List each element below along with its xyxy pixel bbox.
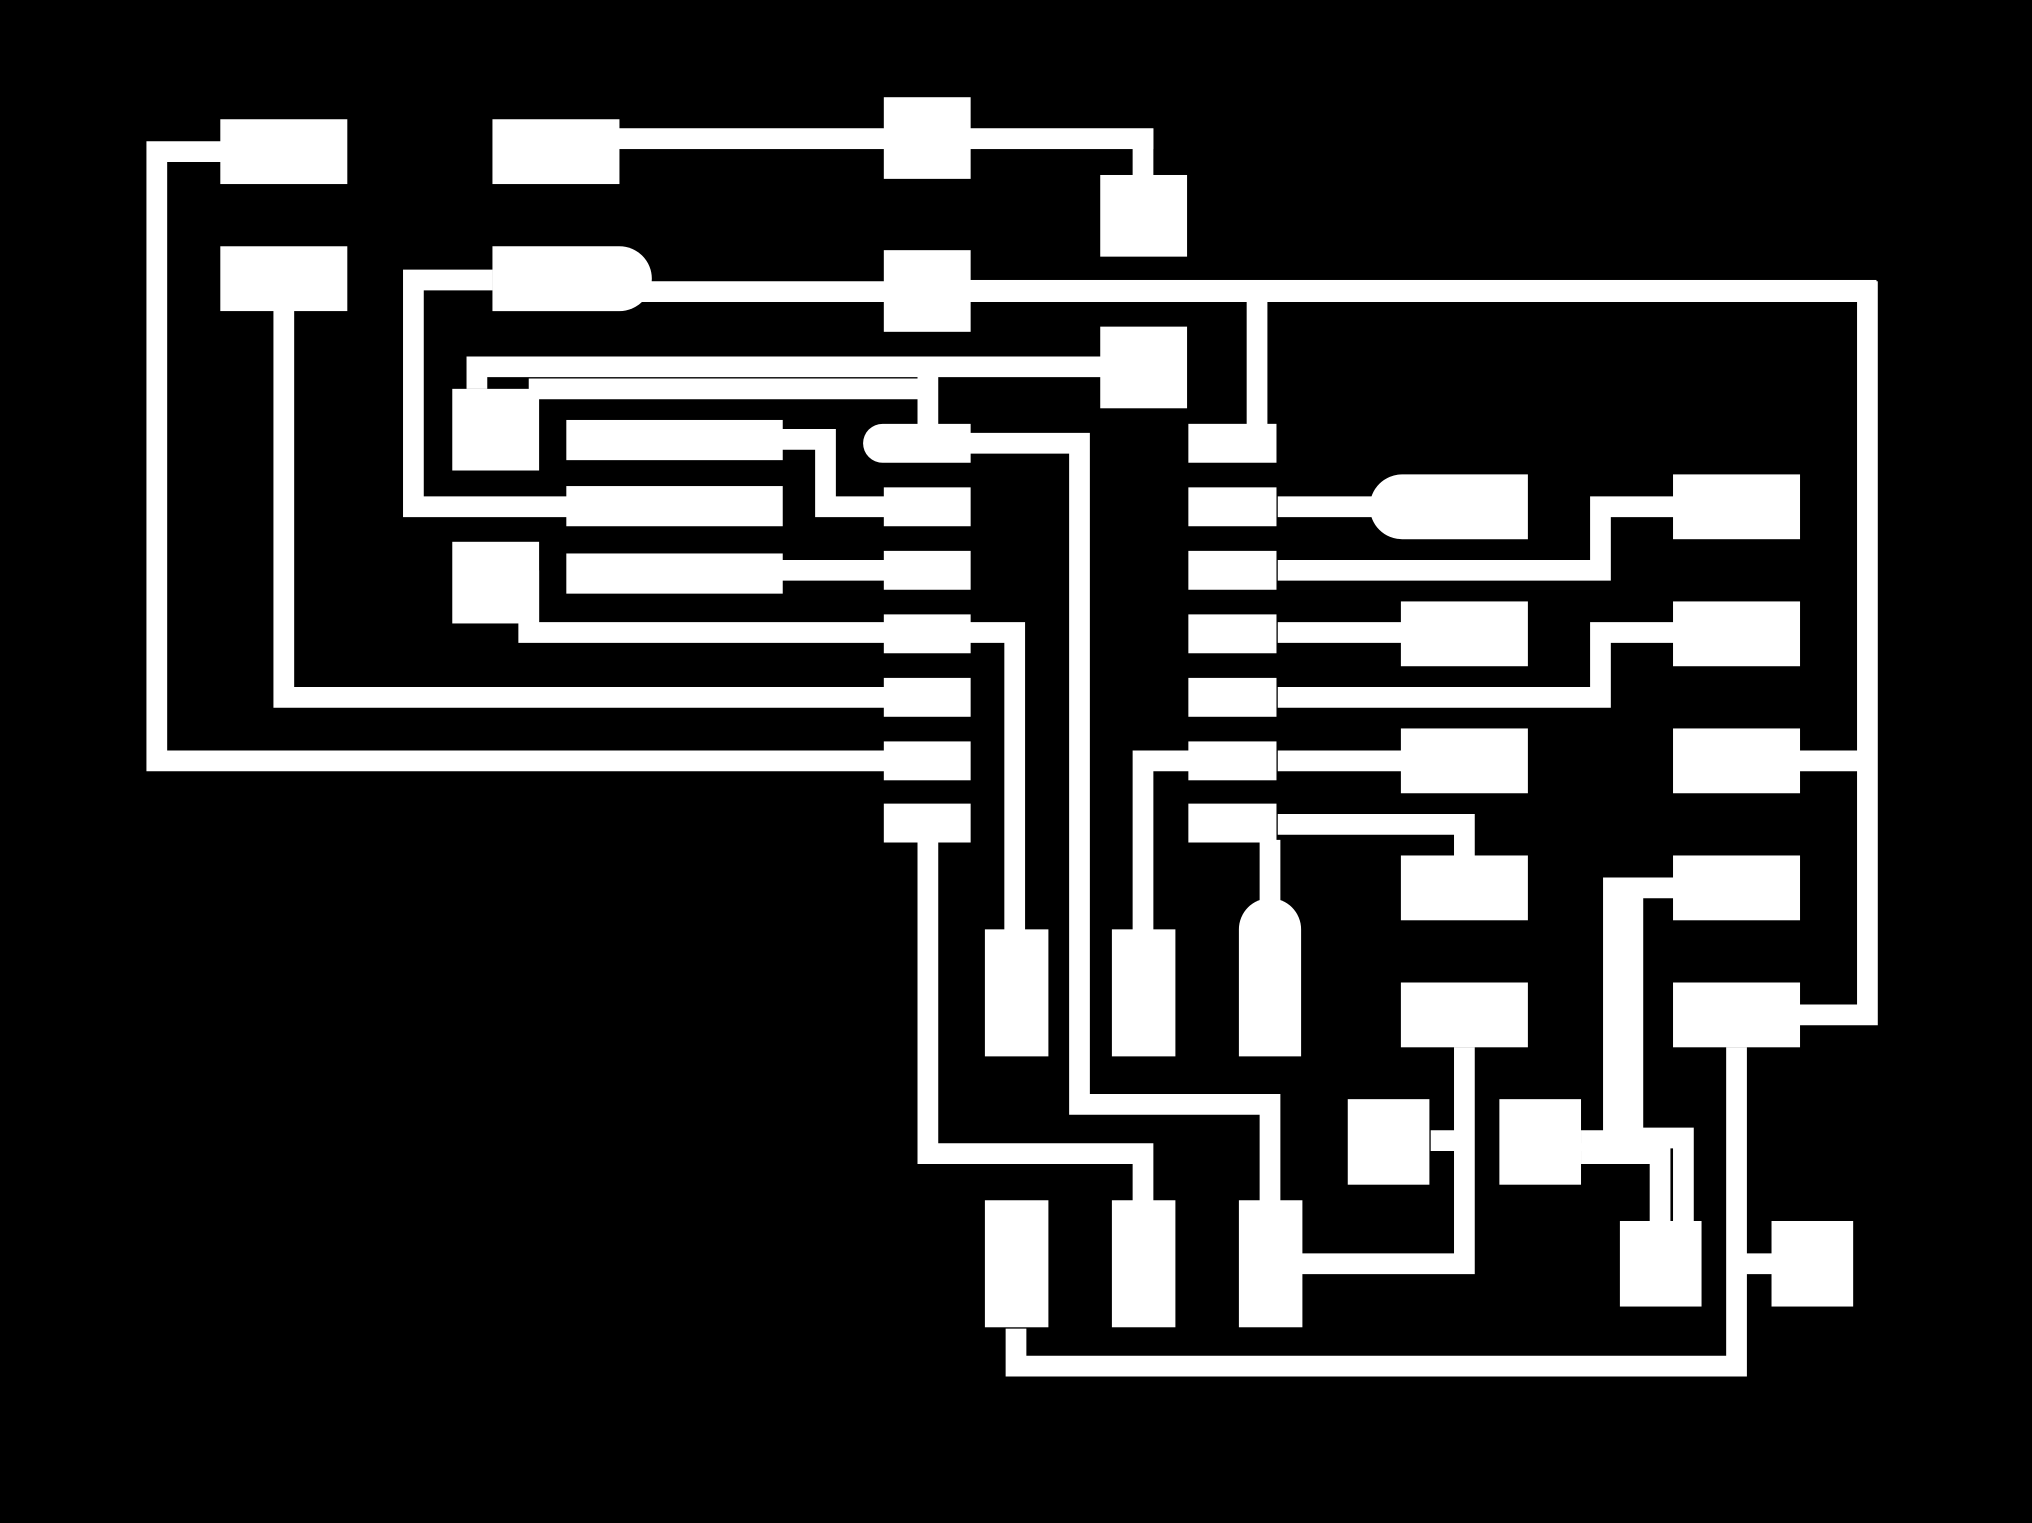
ic-pin — [883, 614, 971, 654]
trace — [1277, 496, 1675, 581]
pad — [566, 553, 783, 594]
pad — [1238, 898, 1302, 1057]
ic-pin — [883, 803, 971, 843]
trace — [1132, 750, 1190, 931]
pad — [220, 246, 348, 312]
trace — [1622, 887, 1694, 1225]
pad — [984, 929, 1049, 1057]
trace — [1581, 1143, 1671, 1225]
ic-pin — [883, 487, 971, 527]
pad — [566, 486, 783, 527]
ic-pin — [883, 677, 971, 717]
pad — [1673, 601, 1801, 667]
trace — [1581, 877, 1675, 1151]
pad — [1400, 728, 1528, 794]
pad-group — [220, 97, 1854, 1328]
trace — [1277, 622, 1675, 708]
trace — [1005, 1047, 1747, 1377]
pad — [1673, 855, 1801, 921]
pad — [1238, 1200, 1303, 1328]
trace — [403, 269, 571, 518]
pad — [1400, 982, 1528, 1048]
pad — [883, 250, 971, 332]
trace — [146, 141, 908, 772]
pad — [566, 419, 783, 461]
pad — [1771, 1220, 1854, 1307]
pad — [1111, 1200, 1176, 1328]
trace — [969, 622, 1026, 931]
pad — [1673, 728, 1801, 794]
pad — [1673, 982, 1801, 1048]
trace — [466, 356, 1102, 389]
pad — [1673, 474, 1801, 540]
ic-pin — [863, 423, 971, 463]
pad — [452, 541, 540, 624]
pad — [492, 246, 652, 312]
trace-group — [146, 128, 1878, 1377]
pad — [1619, 1220, 1702, 1307]
copper-fill-group — [616, 128, 1877, 301]
trace — [780, 429, 886, 518]
pad — [883, 97, 971, 179]
trace — [273, 308, 908, 708]
pad — [1100, 174, 1188, 257]
pad — [984, 1200, 1049, 1328]
pad — [1111, 929, 1176, 1057]
ic-pin — [883, 550, 971, 590]
ic-pin — [1188, 677, 1277, 717]
pad — [220, 119, 348, 185]
ic-pin — [1188, 803, 1277, 843]
ic-pin — [1188, 550, 1277, 590]
ic-pin — [1188, 614, 1277, 654]
ic-pin — [883, 741, 971, 781]
trace — [1277, 813, 1475, 856]
trace-fill — [616, 128, 884, 150]
trace-fill — [969, 279, 1877, 301]
pad — [1347, 1099, 1430, 1185]
trace-fill — [969, 128, 1154, 150]
pad — [1400, 855, 1528, 921]
ic-pin — [1188, 423, 1277, 463]
ic-pin — [1188, 741, 1277, 781]
pad — [1369, 474, 1528, 540]
pad — [452, 388, 540, 471]
pad — [492, 119, 620, 185]
trace — [1301, 1047, 1475, 1275]
ic-pin — [1188, 487, 1277, 527]
trace — [965, 432, 1281, 1206]
pad — [1100, 326, 1188, 409]
pad — [1400, 601, 1528, 667]
trace — [917, 839, 1154, 1203]
pad — [1499, 1099, 1582, 1185]
